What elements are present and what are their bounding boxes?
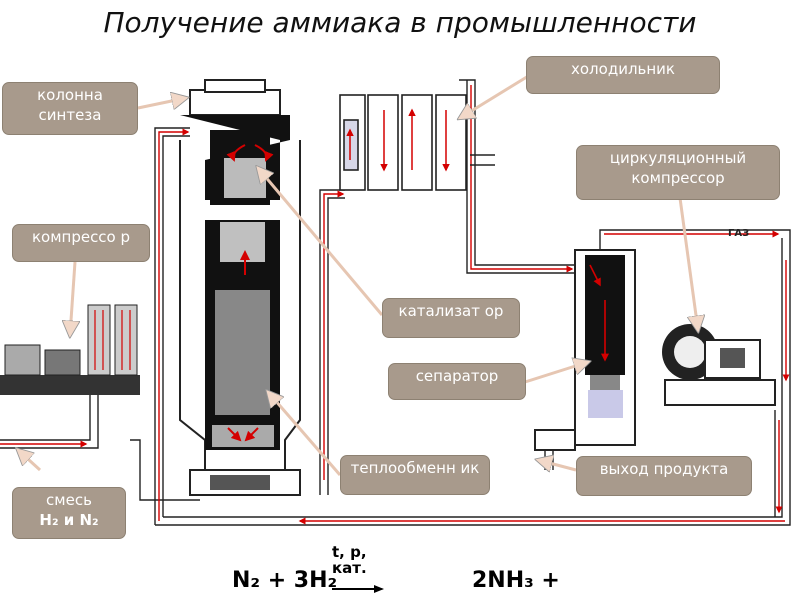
label-heat-exchanger: теплообменн ик xyxy=(340,455,490,495)
circulation-compressor xyxy=(662,324,776,406)
page-title: Получение аммиака в промышленности xyxy=(103,6,697,39)
cooler-arrows xyxy=(346,108,450,172)
synthesis-column xyxy=(179,79,301,496)
mixture-formula: H₂ и N₂ xyxy=(39,511,99,529)
column-internal-arrows xyxy=(226,144,274,442)
flow-lines xyxy=(0,85,790,525)
label-product-outlet: выход продукта xyxy=(576,456,752,496)
label-compressor: компрессо р xyxy=(12,224,150,262)
label-circulation-compressor: циркуляционный компрессор xyxy=(576,145,780,200)
equation-arrow xyxy=(332,585,384,593)
label-separator: сепаратор xyxy=(388,363,526,400)
feed-compressor xyxy=(0,304,140,395)
label-mixture: смесь H₂ и N₂ xyxy=(12,487,126,539)
label-cooler: холодильник xyxy=(526,56,720,94)
separator-arrows xyxy=(589,264,609,362)
leader-lines xyxy=(18,73,698,476)
equation-left: N₂ + 3H₂ xyxy=(232,568,338,593)
label-catalyst: катализат ор xyxy=(382,298,520,338)
separator-vessel xyxy=(534,249,636,451)
label-synthesis-column: колонна синтеза xyxy=(2,82,138,135)
mixture-prefix: смесь xyxy=(46,491,92,509)
equation-conditions: t, p, кат. xyxy=(332,543,367,577)
gas-label: ГАЗ xyxy=(728,228,749,239)
equation-right: 2NH₃ + xyxy=(472,568,560,593)
